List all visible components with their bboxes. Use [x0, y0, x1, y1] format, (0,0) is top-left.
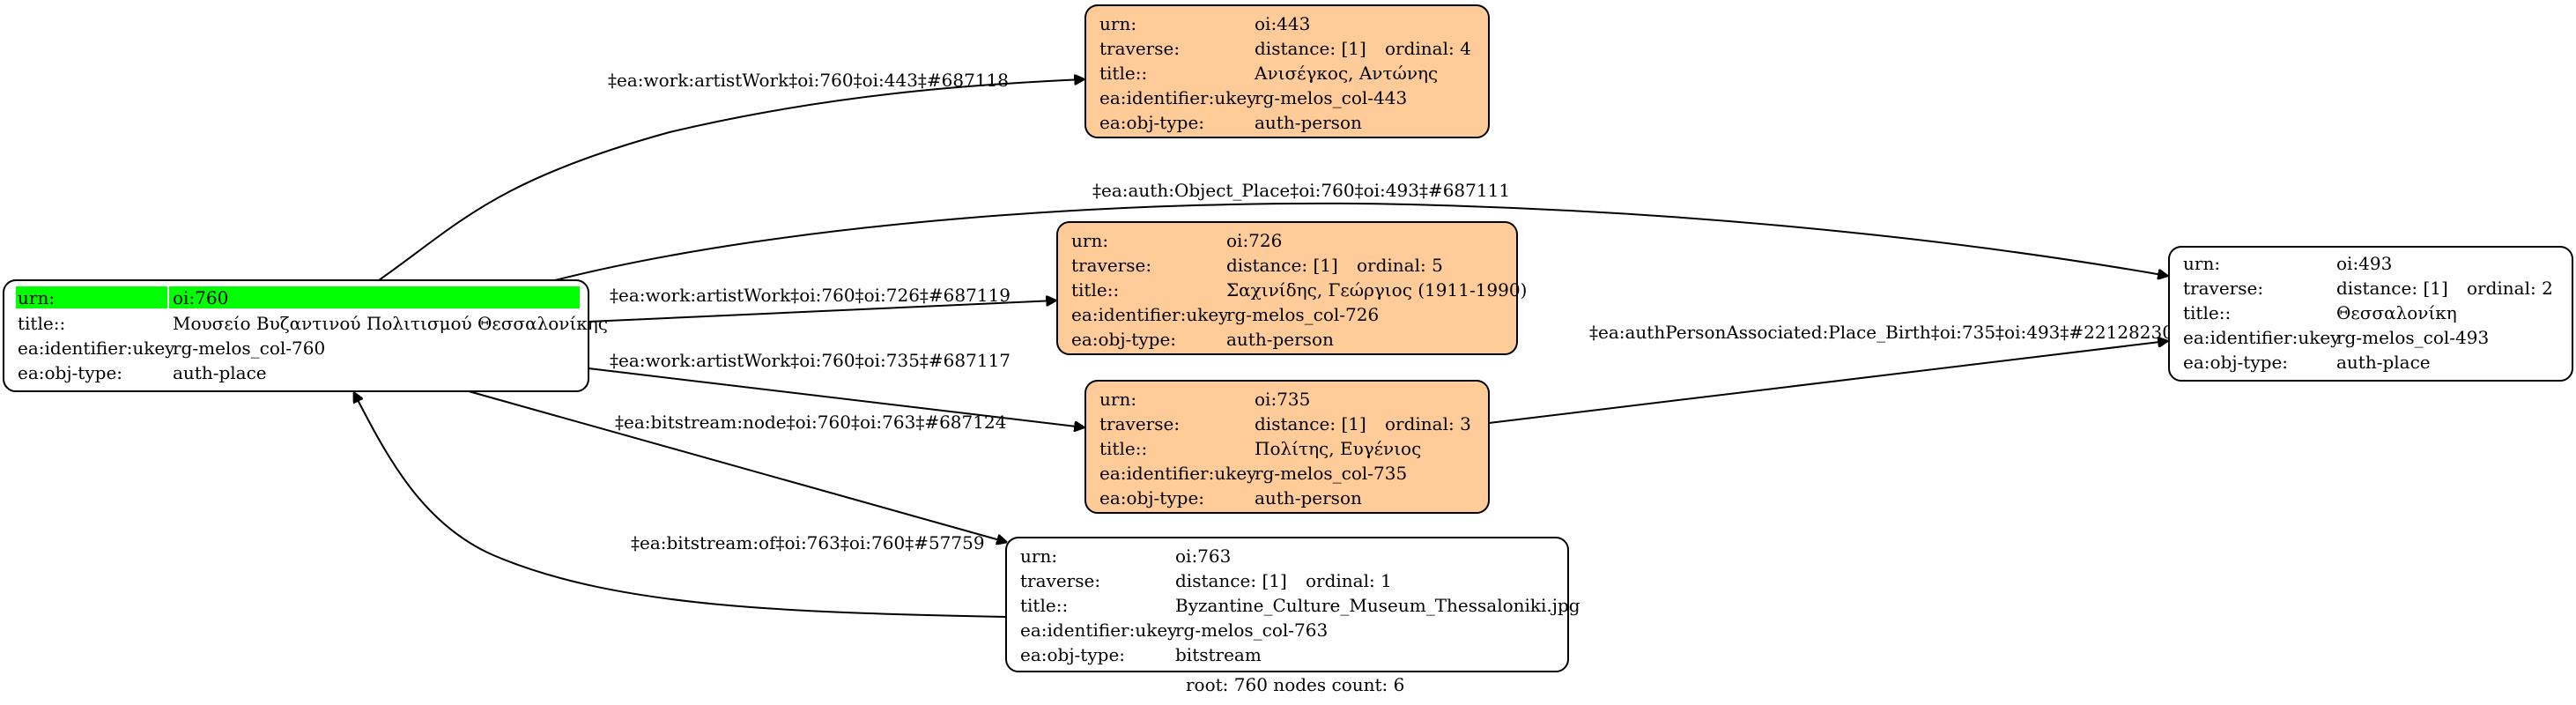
field-value: oi:735 [1255, 389, 1310, 410]
node-oi-443[interactable]: urn: oi:443 traverse: distance: [1] ordi… [1084, 4, 1490, 138]
field-value: oi:726 [1226, 230, 1282, 251]
field-value: Θεσσαλονίκη [2336, 302, 2457, 323]
edge-735-to-493[interactable]: ‡ea:authPersonAssociated:Place_Birth‡oi:… [1488, 322, 2185, 424]
field-value: rg-melos_col-493 [2336, 327, 2489, 348]
edge-760-to-763[interactable]: ‡ea:bitstream:node‡oi:760‡oi:763‡#687124 [468, 390, 1006, 542]
field-key: ea:obj-type: [1099, 112, 1204, 133]
highlight-divider [167, 286, 169, 308]
field-key: title:: [1099, 438, 1147, 459]
edge-760-to-735[interactable]: ‡ea:work:artistWork‡oi:760‡oi:735‡#68711… [588, 350, 1084, 427]
field-key: traverse: [1099, 38, 1180, 59]
node-oi-735[interactable]: urn: oi:735 traverse: distance: [1] ordi… [1084, 380, 1490, 514]
field-key: title:: [1071, 279, 1119, 301]
node-box [1084, 380, 1490, 514]
field-key: ea:identifier:ukey [1099, 87, 1257, 108]
field-extra: ordinal: 2 [2467, 278, 2553, 299]
field-value: distance: [1] [1255, 38, 1366, 59]
field-key: urn: [1099, 389, 1136, 410]
edge-763-to-760[interactable]: ‡ea:bitstream:of‡oi:763‡oi:760‡#57759 [354, 393, 1007, 618]
node-box [2168, 246, 2573, 382]
field-key: traverse: [1020, 570, 1100, 591]
field-key: traverse: [2183, 278, 2263, 299]
edge-label: ‡ea:bitstream:of‡oi:763‡oi:760‡#57759 [631, 532, 985, 553]
edge-760-to-493[interactable]: ‡ea:auth:Object_Place‡oi:760‡oi:493‡#687… [554, 180, 2167, 281]
field-value: oi:443 [1255, 13, 1310, 34]
field-value: rg-melos_col-760 [173, 338, 325, 359]
edge-label: ‡ea:work:artistWork‡oi:760‡oi:726‡#68711… [610, 285, 1010, 306]
field-value: Πολίτης, Ευγένιος [1255, 438, 1421, 459]
field-value: Μουσείο Βυζαντινού Πολιτισμού Θεσσαλονίκ… [173, 313, 608, 334]
field-value: Byzantine_Culture_Museum_Thessaloniki.jp… [1175, 595, 1580, 616]
node-box [1056, 221, 1518, 355]
field-value: oi:763 [1175, 545, 1231, 567]
field-key: urn: [18, 287, 55, 308]
field-key: traverse: [1099, 413, 1180, 434]
field-key: title:: [2183, 302, 2231, 323]
field-key: ea:obj-type: [2183, 352, 2288, 373]
field-key: title:: [1020, 595, 1068, 616]
graph-footer: root: 760 nodes count: 6 [1186, 674, 1404, 695]
field-value: rg-melos_col-726 [1226, 304, 1379, 325]
field-value: auth-person [1255, 487, 1362, 508]
field-key: ea:identifier:ukey [1071, 304, 1229, 325]
field-key: urn: [1071, 230, 1108, 251]
edge-label: ‡ea:authPersonAssociated:Place_Birth‡oi:… [1589, 322, 2185, 343]
nodes: urn: oi:760 title:: Μουσείο Βυζαντινού Π… [3, 4, 2573, 672]
edge-label: ‡ea:work:artistWork‡oi:760‡oi:735‡#68711… [610, 350, 1010, 371]
field-key: urn: [2183, 253, 2220, 274]
field-value: distance: [1] [1226, 255, 1338, 276]
field-key: urn: [1020, 545, 1057, 567]
field-value: rg-melos_col-763 [1175, 620, 1328, 641]
field-value: oi:493 [2336, 253, 2392, 274]
field-key: ea:identifier:ukey [1020, 620, 1178, 641]
field-key: traverse: [1071, 255, 1151, 276]
field-key: ea:obj-type: [1099, 487, 1204, 508]
field-key: ea:obj-type: [1071, 329, 1176, 350]
node-oi-493[interactable]: urn: oi:493 traverse: distance: [1] ordi… [2168, 246, 2573, 382]
edge-760-to-443[interactable]: ‡ea:work:artistWork‡oi:760‡oi:443‡#68711… [378, 70, 1084, 281]
field-key: ea:obj-type: [1020, 644, 1125, 665]
field-key: ea:identifier:ukey [18, 338, 175, 359]
field-value: Ανισέγκος, Αντώνης [1254, 63, 1438, 84]
field-key: title:: [18, 313, 65, 334]
field-extra: ordinal: 5 [1357, 255, 1443, 276]
field-value: auth-person [1226, 329, 1334, 350]
node-oi-726[interactable]: urn: oi:726 traverse: distance: [1] ordi… [1056, 221, 1527, 355]
edge-label: ‡ea:auth:Object_Place‡oi:760‡oi:493‡#687… [1092, 180, 1510, 201]
field-extra: ordinal: 4 [1385, 38, 1471, 59]
field-key: ea:identifier:ukey [2183, 327, 2341, 348]
field-value: distance: [1] [1255, 413, 1366, 434]
node-oi-763[interactable]: urn: oi:763 traverse: distance: [1] ordi… [1005, 537, 1580, 672]
edges: ‡ea:work:artistWork‡oi:760‡oi:443‡#68711… [354, 70, 2185, 618]
field-key: title:: [1099, 63, 1147, 84]
field-value: auth-place [173, 362, 267, 383]
node-oi-760[interactable]: urn: oi:760 title:: Μουσείο Βυζαντινού Π… [3, 279, 608, 392]
field-value: auth-place [2336, 352, 2431, 373]
field-value: distance: [1] [1175, 570, 1287, 591]
field-key: urn: [1099, 13, 1136, 34]
field-key: ea:obj-type: [18, 362, 122, 383]
field-extra: ordinal: 1 [1306, 570, 1392, 591]
field-value: oi:760 [173, 287, 228, 308]
field-value: rg-melos_col-735 [1255, 463, 1407, 484]
node-box [1005, 537, 1569, 672]
root-highlight [16, 286, 580, 308]
edge-label: ‡ea:bitstream:node‡oi:760‡oi:763‡#687124 [615, 412, 1006, 433]
field-value: Σαχινίδης, Γεώργιος (1911-1990) [1226, 279, 1527, 301]
field-value: rg-melos_col-443 [1255, 87, 1407, 108]
edge-label: ‡ea:work:artistWork‡oi:760‡oi:443‡#68711… [608, 70, 1009, 91]
node-box [1084, 4, 1490, 138]
field-value: bitstream [1175, 644, 1262, 665]
field-extra: ordinal: 3 [1385, 413, 1471, 434]
field-value: auth-person [1255, 112, 1362, 133]
edge-760-to-726[interactable]: ‡ea:work:artistWork‡oi:760‡oi:726‡#68711… [588, 285, 1055, 323]
field-key: ea:identifier:ukey [1099, 463, 1257, 484]
field-value: distance: [1] [2336, 278, 2448, 299]
